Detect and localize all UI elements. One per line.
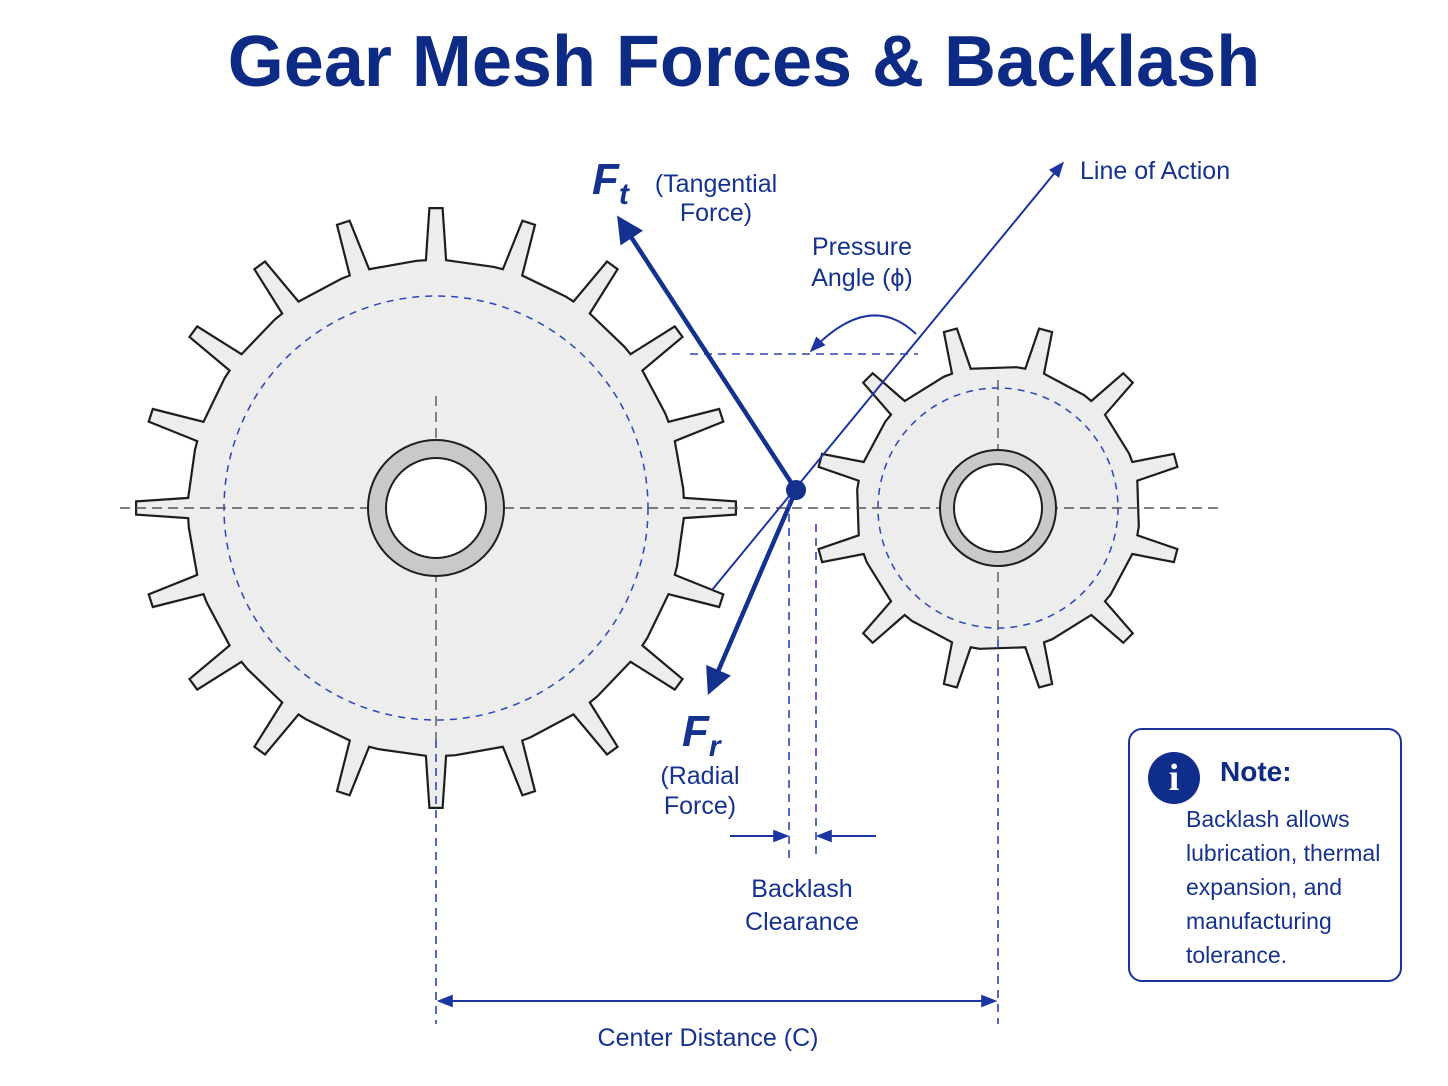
large-gear-bore <box>385 457 487 559</box>
line-of-action <box>711 161 1065 591</box>
tangential-force-arrow <box>617 215 798 492</box>
note-title: Note: <box>1220 756 1292 787</box>
radial-force-arrow <box>706 489 799 695</box>
backlash-label-line1: Backlash <box>751 875 852 903</box>
info-icon: i <box>1148 752 1200 804</box>
radial-force-label-line1: (Radial <box>660 762 739 790</box>
pressure-angle-label-line2: Angle (ϕ) <box>811 264 913 292</box>
pressure-angle-label-line1: Pressure <box>812 233 912 261</box>
radial-force-label-line2: Force) <box>664 792 736 820</box>
note-body: Backlash allows lubrication, thermal exp… <box>1186 806 1381 968</box>
small-gear-bore <box>953 463 1043 553</box>
page-title: Gear Mesh Forces & Backlash <box>228 22 1260 102</box>
note-box: i Note: Backlash allows lubrication, the… <box>1128 728 1402 982</box>
tangential-force-label-line1: (Tangential <box>655 170 777 198</box>
line-of-action-label: Line of Action <box>1080 157 1230 185</box>
radial-force-symbol: Fr <box>682 707 723 763</box>
pitch-point-dot <box>786 480 806 500</box>
pressure-angle-arc <box>809 314 917 353</box>
center-distance-label: Center Distance (C) <box>598 1024 819 1052</box>
tangential-force-label-line2: Force) <box>680 199 752 227</box>
tangential-force-symbol: Ft <box>592 155 631 211</box>
backlash-label-line2: Clearance <box>745 908 859 936</box>
